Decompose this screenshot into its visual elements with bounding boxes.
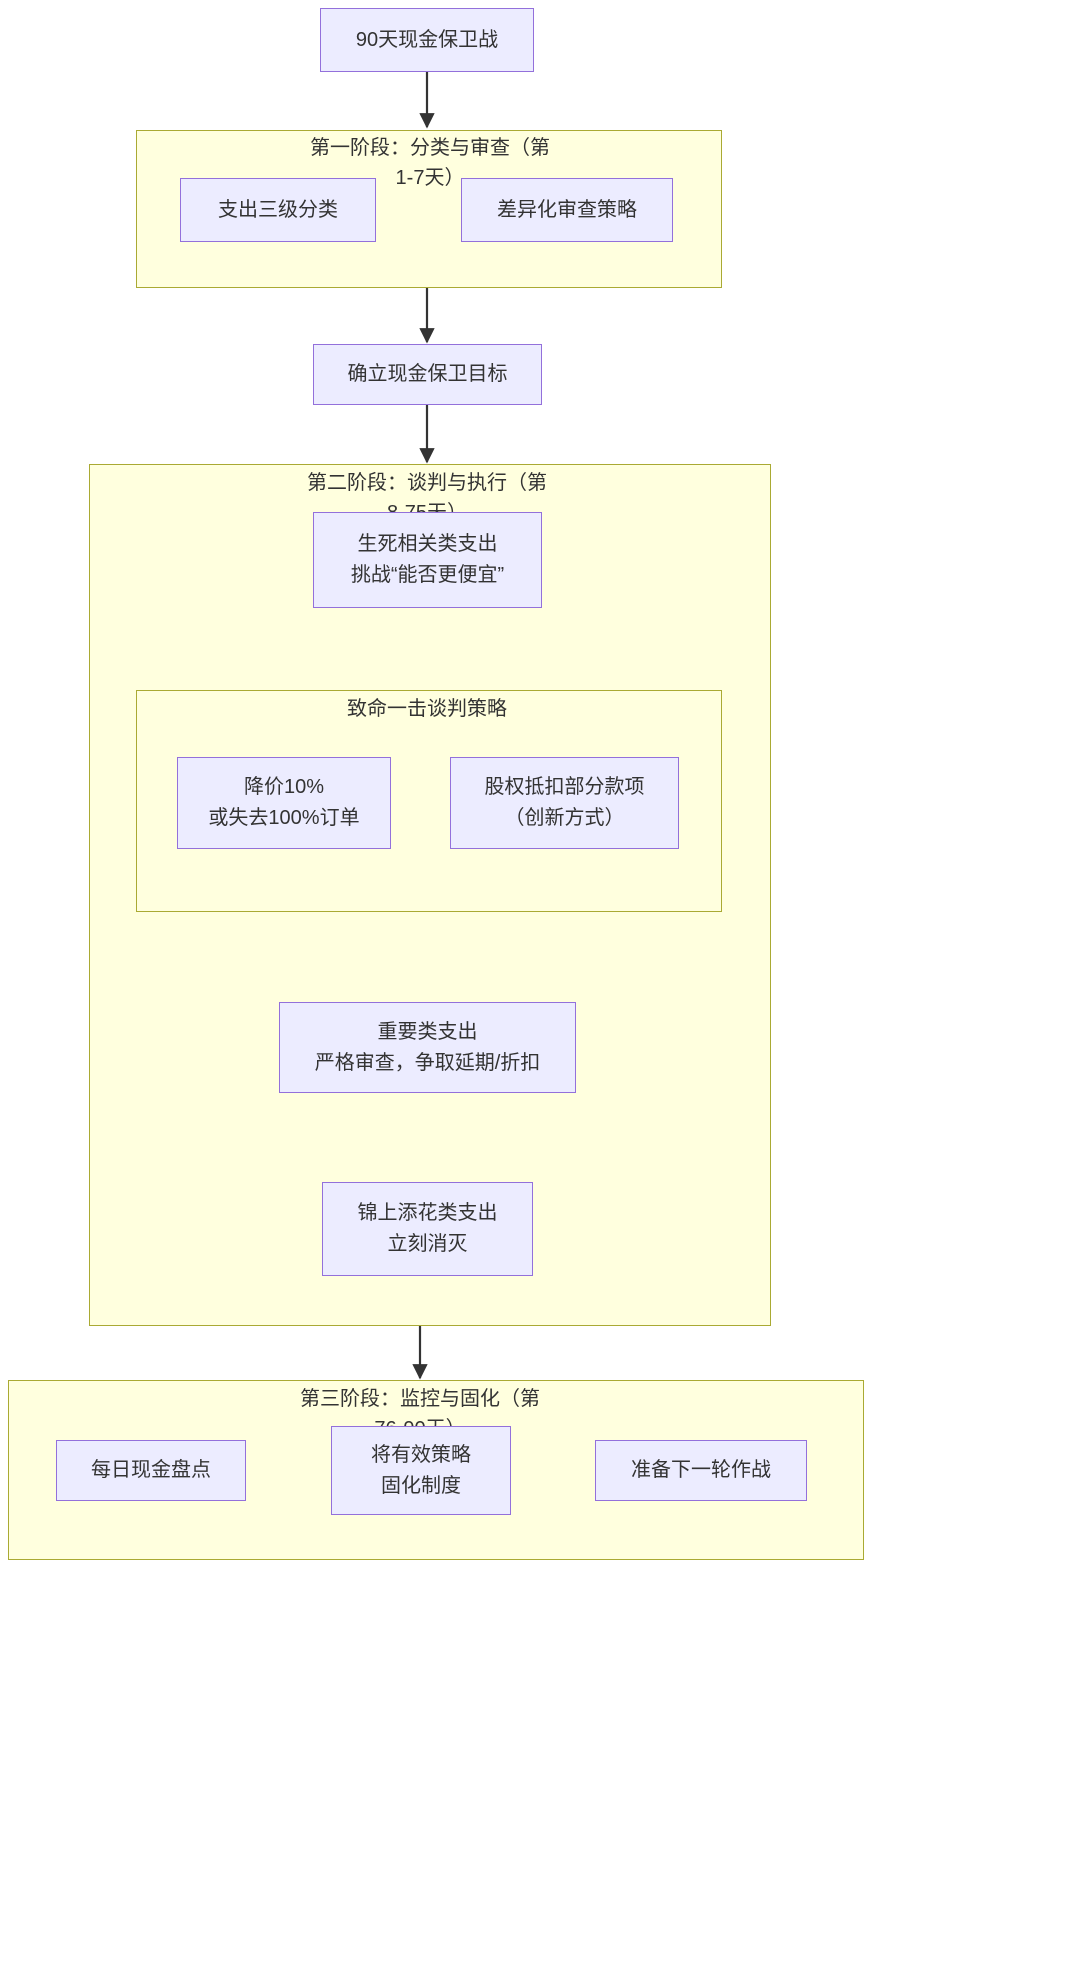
node-daily-cash-count[interactable]: 每日现金盘点 (56, 1440, 246, 1501)
node-expense-classification[interactable]: 支出三级分类 (180, 178, 376, 242)
node-daily-cash-count-label: 每日现金盘点 (91, 1459, 211, 1481)
node-important-expense[interactable]: 重要类支出 严格审查，争取延期/折扣 (279, 1002, 576, 1093)
node-tactic-discount-label: 降价10% 或失去100%订单 (208, 776, 360, 829)
node-cash-defense-goal[interactable]: 确立现金保卫目标 (313, 344, 542, 405)
node-tactic-equity[interactable]: 股权抵扣部分款项 （创新方式） (450, 757, 679, 849)
node-prepare-next-round[interactable]: 准备下一轮作战 (595, 1440, 807, 1501)
node-important-expense-label: 重要类支出 严格审查，争取延期/折扣 (314, 1020, 541, 1074)
node-differentiated-review-label: 差异化审查策略 (497, 198, 637, 221)
node-nice-to-have-expense-label: 锦上添花类支出 立刻消灭 (357, 1202, 498, 1255)
node-prepare-next-round-label: 准备下一轮作战 (631, 1459, 771, 1481)
node-critical-expense[interactable]: 生死相关类支出 挑战“能否更便宜” (313, 512, 542, 608)
node-differentiated-review[interactable]: 差异化审查策略 (461, 178, 673, 242)
node-expense-classification-label: 支出三级分类 (218, 198, 338, 221)
node-critical-expense-label: 生死相关类支出 挑战“能否更便宜” (350, 533, 505, 586)
node-cash-defense-goal-label: 确立现金保卫目标 (347, 363, 508, 385)
node-nice-to-have-expense[interactable]: 锦上添花类支出 立刻消灭 (322, 1182, 533, 1276)
node-start-label: 90天现金保卫战 (355, 28, 499, 51)
node-start[interactable]: 90天现金保卫战 (320, 8, 534, 72)
node-tactic-equity-label: 股权抵扣部分款项 （创新方式） (484, 776, 645, 829)
node-institutionalize-strategy-label: 将有效策略 固化制度 (371, 1443, 471, 1497)
node-tactic-discount[interactable]: 降价10% 或失去100%订单 (177, 757, 391, 849)
node-institutionalize-strategy[interactable]: 将有效策略 固化制度 (331, 1426, 511, 1515)
